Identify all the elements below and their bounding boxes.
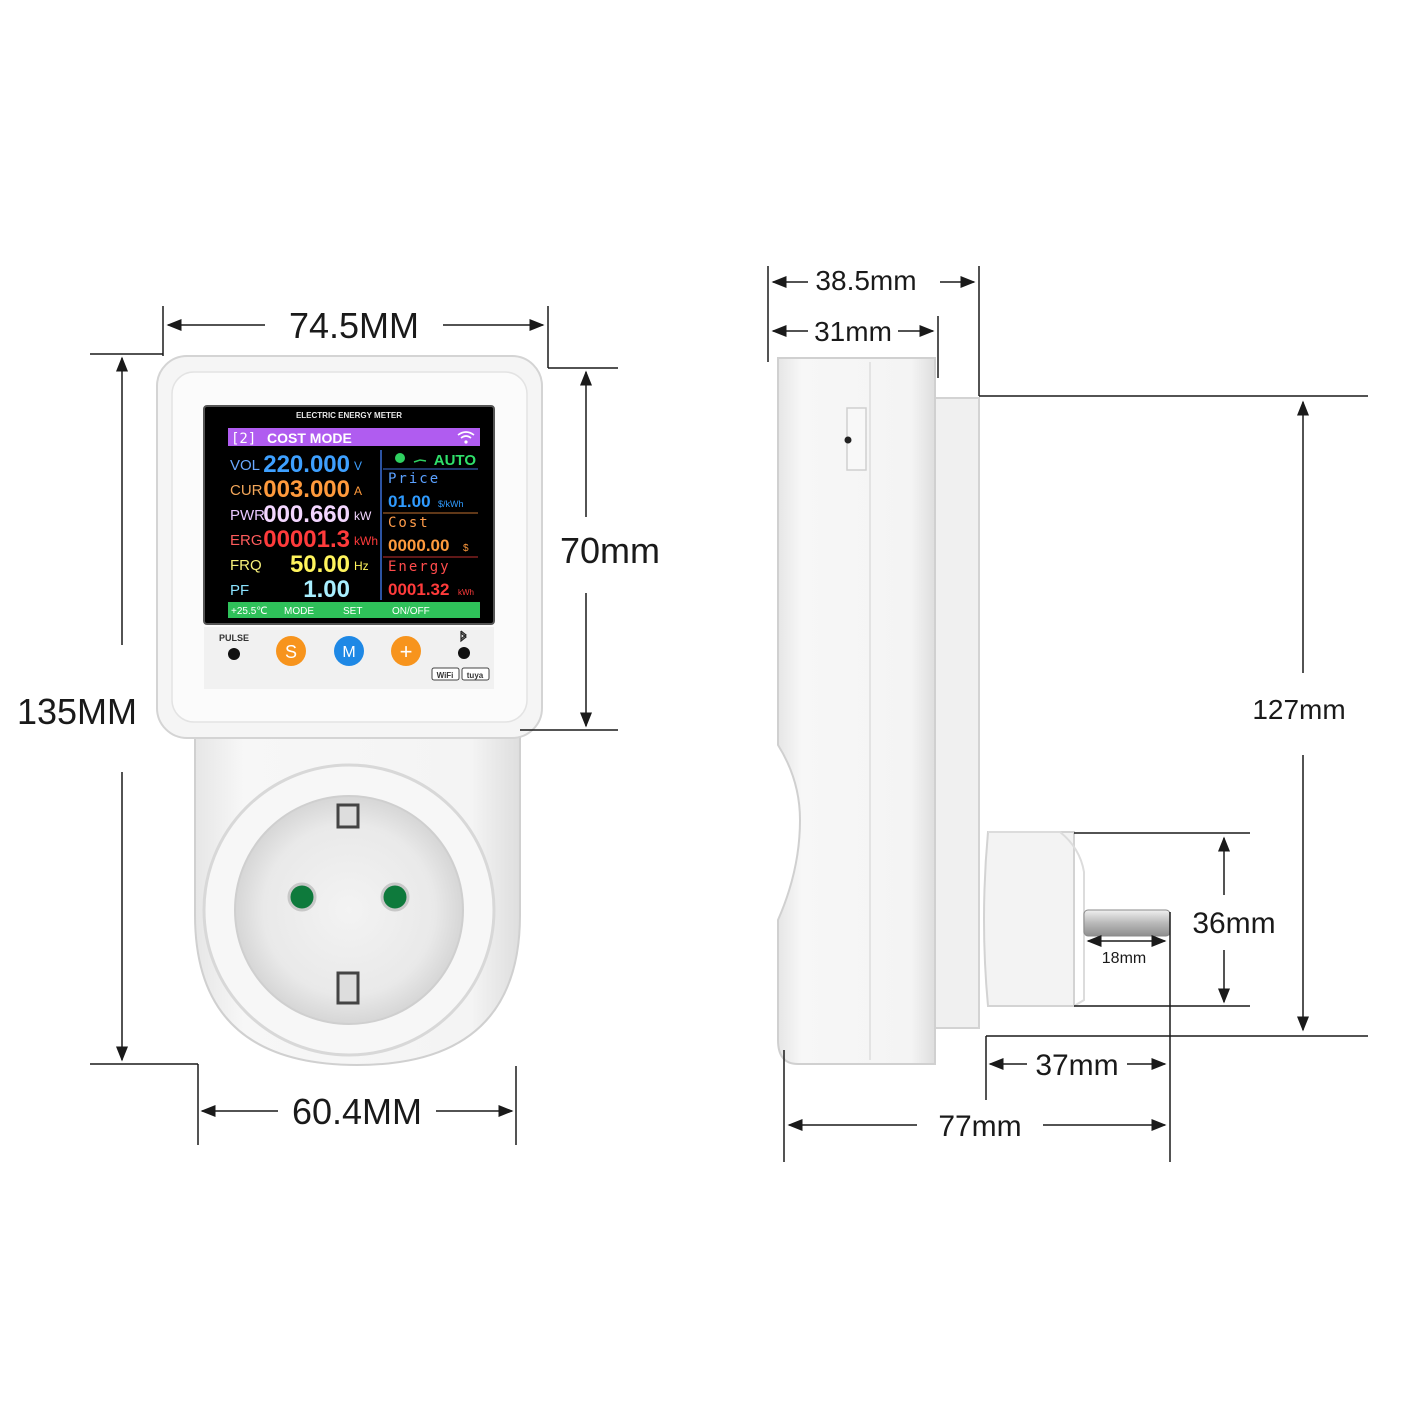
reading-value: 1.00: [303, 576, 350, 603]
dim-front-total-height: 135MM: [17, 691, 137, 732]
cost-value: 0000.00: [388, 536, 449, 555]
dim-plug-diameter: 36mm: [1192, 907, 1275, 940]
reading-unit: Hz: [354, 559, 369, 573]
s-button-label: S: [285, 642, 297, 662]
s-button[interactable]: [276, 636, 306, 666]
price-value: 01.00: [388, 492, 431, 511]
reading-label: VOL: [230, 457, 260, 474]
socket-earth-clip-bottom: [336, 971, 360, 1005]
dim-side-height: 127mm: [1252, 694, 1345, 725]
reading-value: 220.000: [263, 451, 350, 478]
m-button[interactable]: [334, 636, 364, 666]
energy-unit: kWh: [458, 588, 474, 597]
socket-hole-right: [380, 882, 410, 912]
cost-label: Cost: [388, 515, 430, 531]
side-usb-port: [846, 407, 867, 471]
reading-value: 00001.3: [263, 526, 350, 553]
meter-header: ELECTRIC ENERGY METER: [296, 411, 402, 420]
socket-hole-left: [287, 882, 317, 912]
status-bar: [228, 602, 480, 618]
dim-side-depth-total-top: 38.5mm: [815, 265, 916, 296]
status-set: SET: [343, 606, 362, 617]
dim-plug-depth: 37mm: [1035, 1049, 1118, 1082]
energy-label: Energy: [388, 559, 451, 575]
reading-label: PWR: [230, 507, 265, 524]
auto-label: AUTO: [434, 452, 477, 469]
mode-title: COST MODE: [267, 430, 352, 446]
reading-unit: kW: [354, 509, 372, 523]
plus-button[interactable]: [391, 636, 421, 666]
tuya-badge: [461, 667, 490, 681]
pulse-label: PULSE: [219, 633, 249, 643]
status-mode: MODE: [284, 606, 314, 617]
reading-unit: V: [354, 459, 362, 473]
signal-icon: [413, 459, 427, 463]
reading-label: PF: [230, 582, 249, 599]
side-back-plate: [934, 397, 980, 1029]
dim-side-total-depth: 77mm: [938, 1110, 1021, 1143]
side-main-body: [777, 357, 936, 1065]
status-onoff: ON/OFF: [392, 606, 430, 617]
front-dimensions: [90, 306, 618, 1145]
mode-bar: [228, 428, 480, 446]
tuya-badge-label: tuya: [467, 671, 484, 680]
m-button-label: M: [342, 644, 355, 661]
wifi-icon: [457, 431, 475, 444]
reading-unit: A: [354, 484, 362, 498]
temperature-readout: +25.5℃: [231, 606, 268, 617]
wifi-badge-label: WiFi: [437, 671, 454, 680]
side-dimensions: [767, 266, 1368, 1162]
energy-value: 0001.32: [388, 580, 449, 599]
reading-label: FRQ: [230, 557, 262, 574]
bluetooth-led: [458, 647, 470, 659]
dim-front-screen-height: 70mm: [560, 530, 660, 571]
side-plug-body: [983, 831, 1075, 1007]
dim-pin-length: 18mm: [1102, 950, 1146, 967]
plug-pin: [1083, 909, 1171, 937]
dim-front-width-top: 74.5MM: [289, 305, 419, 346]
price-unit: $/kWh: [438, 499, 464, 509]
reset-hole: [844, 436, 852, 444]
reading-label: ERG: [230, 532, 263, 549]
dim-front-width-bottom: 60.4MM: [292, 1091, 422, 1132]
socket-recess: [234, 795, 464, 1025]
pulse-led: [228, 648, 240, 660]
bluetooth-icon: [460, 630, 467, 643]
dim-side-depth-body: 31mm: [814, 316, 892, 347]
reading-value: 003.000: [263, 476, 350, 503]
side-view: [777, 357, 1171, 1065]
reading-value: 50.00: [290, 551, 350, 578]
side-panel: AUTO Price 01.00 $/kWh Cost 0000.00 $ En…: [380, 450, 478, 600]
price-label: Price: [388, 471, 440, 487]
status-dot-icon: [395, 453, 405, 463]
plus-button-label: +: [400, 639, 413, 664]
wifi-badge: [431, 667, 460, 681]
mode-index: [2]: [231, 431, 256, 447]
reading-label: CUR: [230, 482, 263, 499]
reading-value: 000.660: [263, 501, 350, 528]
reading-unit: kWh: [354, 534, 378, 548]
socket-earth-clip-top: [336, 803, 360, 829]
cost-unit: $: [463, 543, 469, 554]
